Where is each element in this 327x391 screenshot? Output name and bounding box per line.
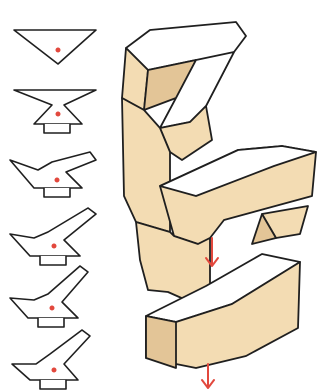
step-3-icon <box>10 152 96 197</box>
step-5-icon <box>10 266 88 327</box>
step-6-icon <box>12 330 90 389</box>
middle-left-block <box>122 98 170 232</box>
step-sequence <box>10 30 96 389</box>
bottom-slab-side <box>146 316 176 368</box>
step-4-icon <box>10 208 96 265</box>
folded-volume <box>122 22 316 368</box>
step-2-icon <box>14 90 96 133</box>
load-arrow-lower <box>202 364 214 388</box>
step-1-icon <box>14 30 96 64</box>
